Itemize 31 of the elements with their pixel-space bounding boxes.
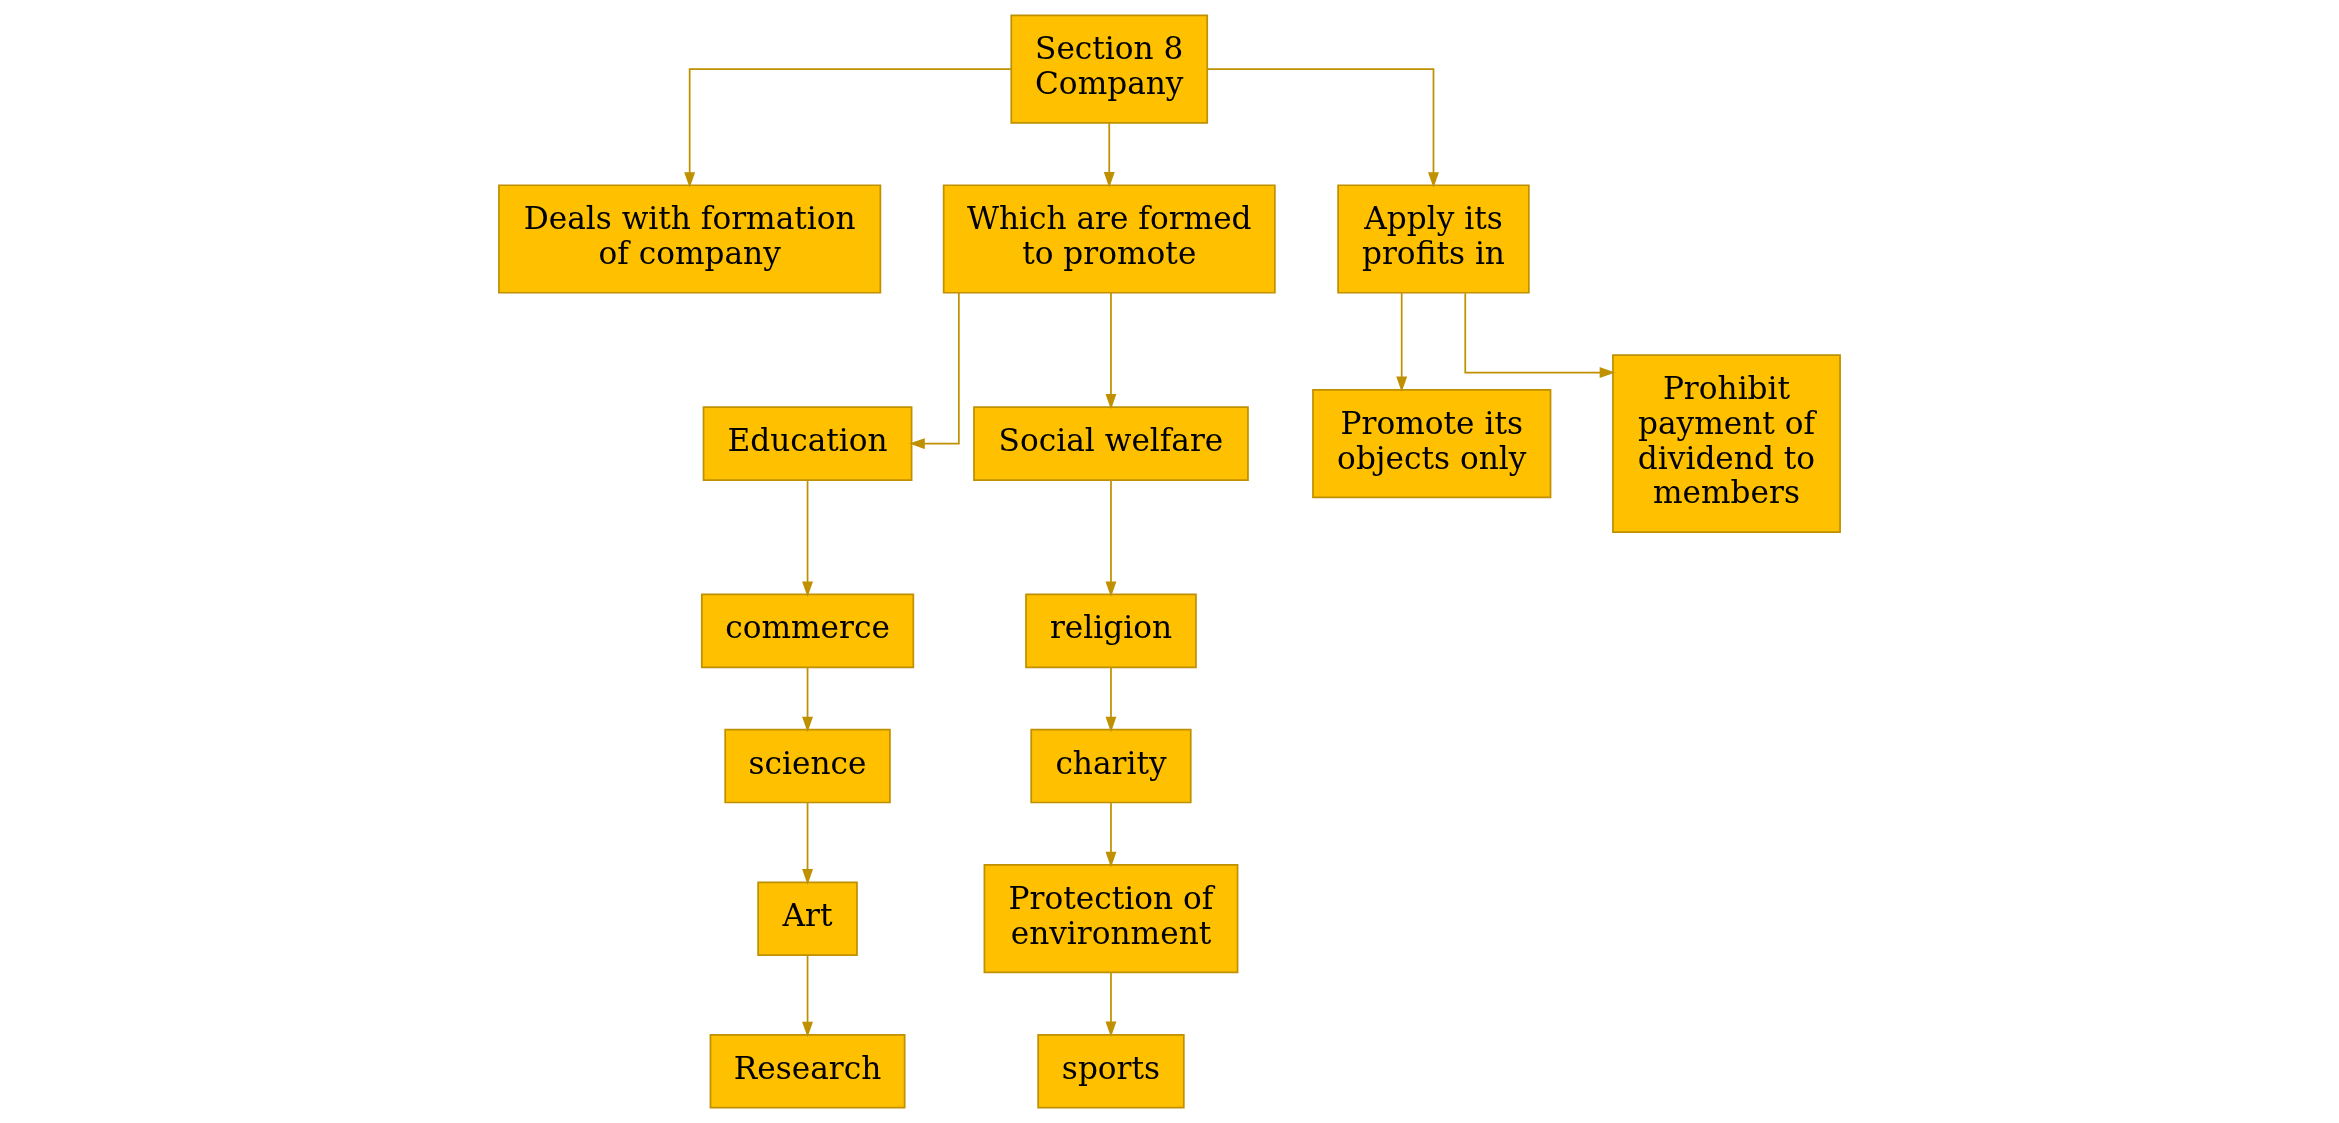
arrow bbox=[1105, 291, 1117, 410]
node-box: Research bbox=[709, 1033, 906, 1109]
node-box: Section 8 Company bbox=[1010, 14, 1209, 124]
node-box: Education bbox=[702, 406, 913, 481]
arrow bbox=[802, 954, 814, 1038]
arrow bbox=[802, 802, 814, 885]
node-box: charity bbox=[1030, 728, 1192, 804]
arrow bbox=[802, 479, 814, 597]
node-box: Which are formed to promote bbox=[942, 184, 1276, 294]
arrow bbox=[684, 68, 1012, 188]
node-box: sports bbox=[1037, 1033, 1185, 1109]
node-box: Prohibit payment of dividend to members bbox=[1612, 354, 1841, 533]
node-box: Promote its objects only bbox=[1312, 389, 1552, 499]
arrow bbox=[802, 666, 814, 733]
node-box: religion bbox=[1025, 593, 1197, 669]
node-box: Apply its profits in bbox=[1337, 184, 1530, 294]
node-box: commerce bbox=[700, 593, 915, 669]
node-box: Art bbox=[757, 881, 858, 956]
arrow bbox=[1103, 122, 1115, 188]
arrow bbox=[1105, 972, 1117, 1038]
arrow bbox=[1396, 291, 1408, 393]
arrow bbox=[1206, 68, 1439, 188]
arrow bbox=[1464, 292, 1616, 378]
node-box: Social welfare bbox=[973, 406, 1249, 481]
node-box: Protection of environment bbox=[983, 864, 1239, 974]
node-box: Deals with formation of company bbox=[498, 184, 882, 294]
arrow bbox=[1105, 802, 1117, 868]
arrow bbox=[909, 291, 960, 450]
arrow bbox=[1105, 479, 1117, 597]
arrow bbox=[1105, 666, 1117, 733]
node-box: science bbox=[724, 728, 891, 804]
